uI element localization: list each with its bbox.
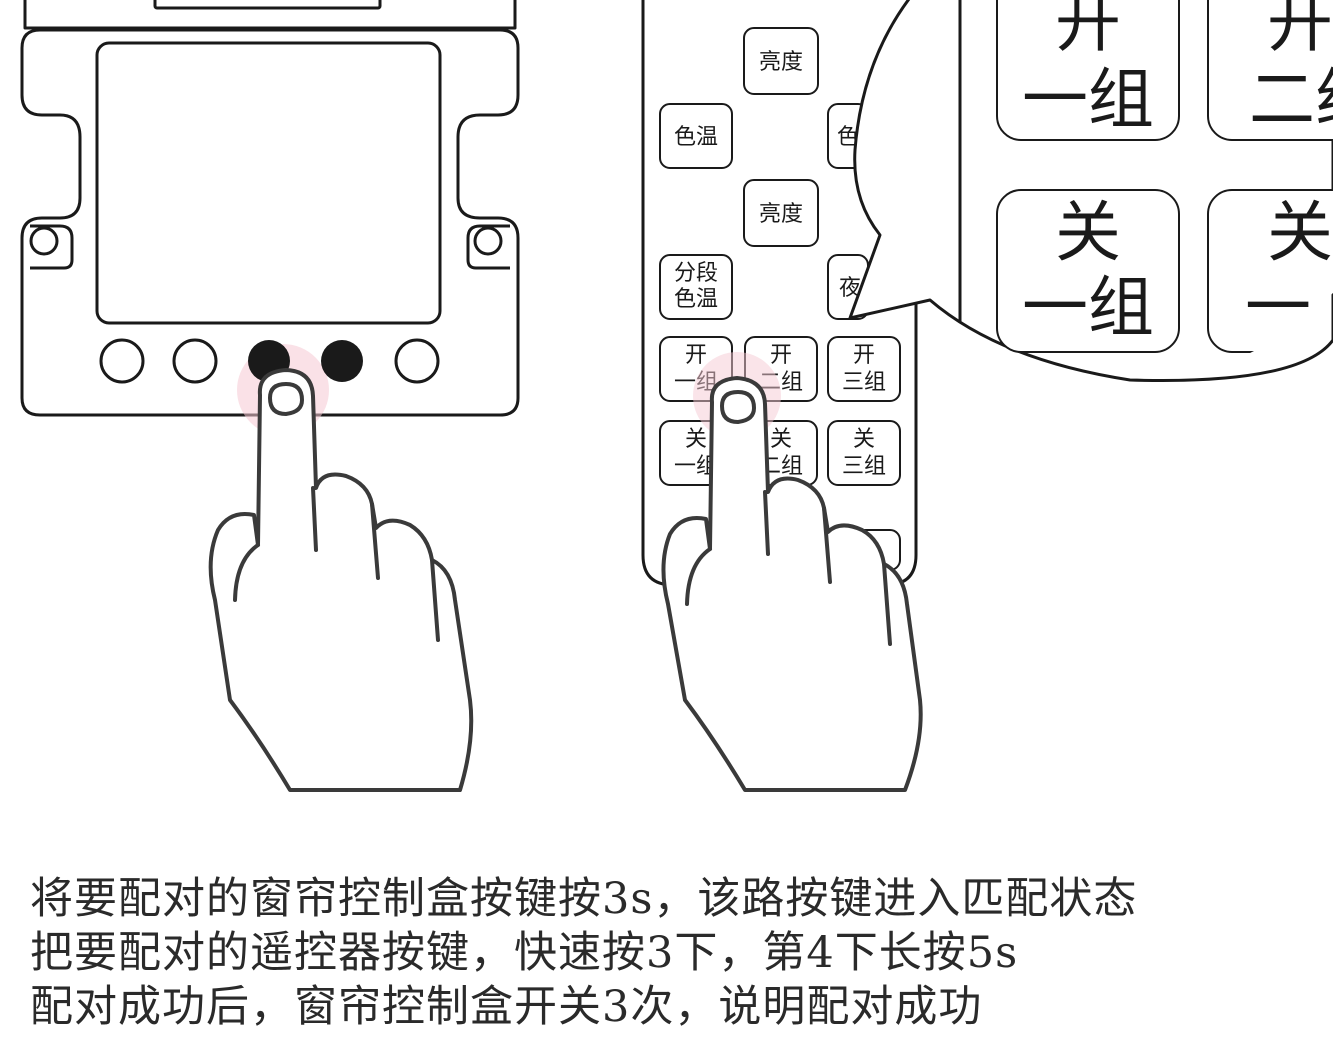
segment-color-temp-button (659, 254, 733, 320)
instruction-line-1: 将要配对的窗帘控制盒按键按3s，该路按键进入匹配状态 (30, 874, 1138, 924)
curtain-control-box (20, 0, 520, 417)
off-group2-label-top: 关 (770, 427, 792, 452)
off-group3-label-bottom: 三组 (842, 454, 886, 479)
brightness-label-top: 亮度 (759, 50, 803, 75)
on-group3-label-top: 开 (853, 343, 875, 368)
mount-hole-right (473, 226, 503, 256)
mag-on-group1-button (996, 0, 1180, 141)
off-group1-label-top: 关 (685, 427, 707, 452)
mag-on-label: 开 (1055, 0, 1121, 61)
brightness-up-button (743, 27, 819, 95)
off-group3-button (827, 420, 901, 486)
mount-hole-left (29, 226, 59, 256)
mag-off-group1-label: 一组 (1022, 269, 1154, 346)
off-group3-label-top: 关 (853, 427, 875, 452)
segment-temp-label-line2: 色温 (674, 287, 718, 312)
control-box-panel (95, 41, 442, 325)
hand-pressing-remote (661, 376, 923, 792)
mag-on-label-right: 开 (1267, 0, 1333, 61)
mag-off-label-right: 关 (1267, 194, 1333, 271)
key-4-pressed (321, 340, 363, 382)
color-temp-button (659, 103, 733, 169)
key-1 (99, 338, 145, 384)
key-5 (394, 338, 440, 384)
pairing-illustration: 亮度 色温 色 亮度 分段 色温 夜 开 一组 开 二组 开 三组 关 一组 关… (20, 0, 1333, 792)
color-temp-label-partial: 色 (837, 125, 859, 150)
instruction-text: 将要配对的窗帘控制盒按键按3s，该路按键进入匹配状态 把要配对的遥控器按键，快速… (30, 872, 1320, 1034)
mag-group2-label-partial: 二组 (1249, 61, 1333, 138)
on-group3-label-bottom: 三组 (842, 370, 886, 395)
night-label-partial: 夜 (839, 276, 861, 301)
instruction-line-2: 把要配对的遥控器按键，快速按3下，第4下长按5s (30, 928, 1019, 978)
on-group2-label-top: 开 (770, 343, 792, 368)
color-temp-label: 色温 (674, 125, 718, 150)
on-group1-label-top: 开 (685, 343, 707, 368)
brightness-down-button (743, 179, 819, 247)
mag-off-group1-button (996, 189, 1180, 353)
instruction-line-3: 配对成功后，窗帘控制盒开关3次，说明配对成功 (30, 982, 983, 1032)
mag-group1-label: 一组 (1022, 61, 1154, 138)
mag-off-label: 关 (1055, 194, 1121, 271)
magnifier-bubble: 开 一组 开 二组 关 一组 关 一 (848, 0, 1333, 382)
key-2 (172, 338, 218, 384)
on-group3-button (827, 336, 901, 402)
brightness-label-bottom: 亮度 (759, 202, 803, 227)
mag-on-group2-button (1207, 0, 1333, 141)
hand-pressing-control-box (208, 368, 474, 792)
segment-temp-label-line1: 分段 (674, 261, 718, 286)
